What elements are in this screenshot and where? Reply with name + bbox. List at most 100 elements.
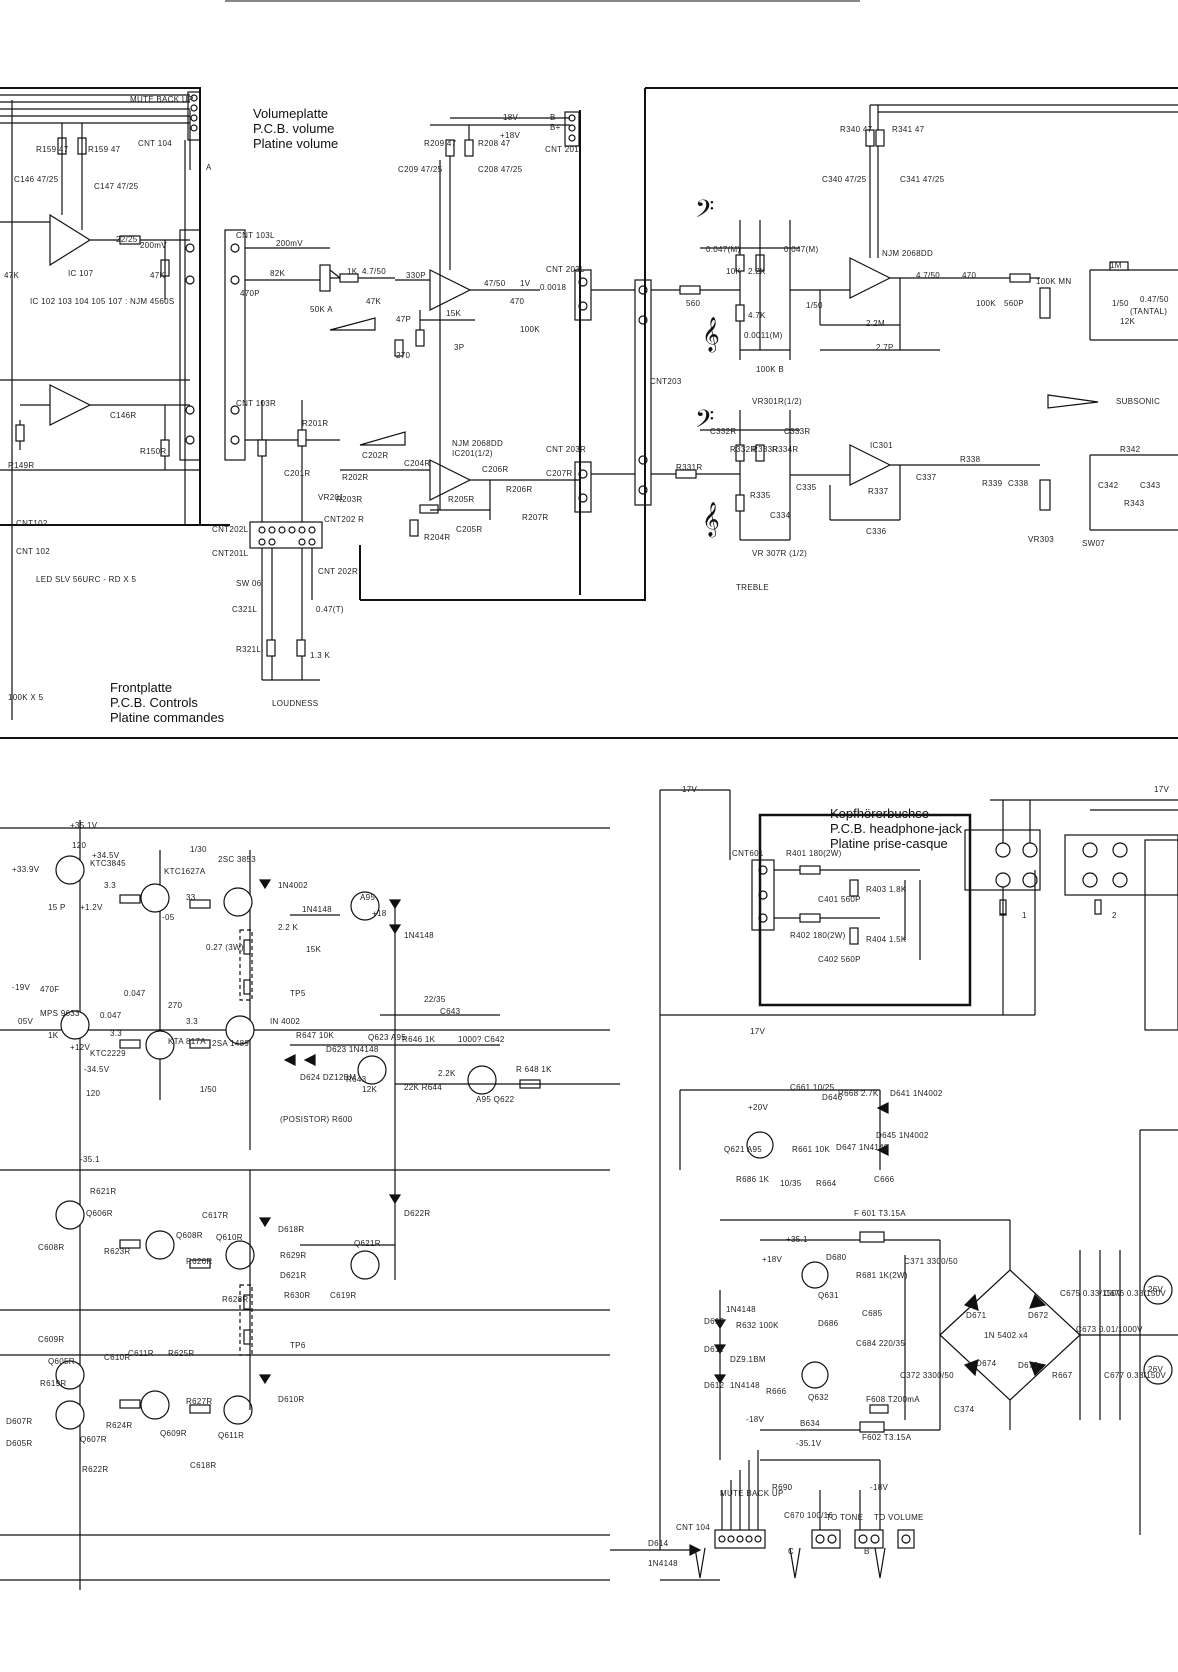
d611-label: D611 (704, 1345, 724, 1354)
bass-clef-icon: 𝄢 (695, 195, 715, 230)
volume-pcb-title: Volumeplatte P.C.B. volume Platine volum… (253, 106, 338, 151)
r667-label: R667 (1052, 1371, 1073, 1380)
level-17v-label: 17V (682, 785, 698, 794)
diode-label: IN 4002 (270, 1017, 301, 1026)
r619r-label: R619R (40, 1379, 67, 1388)
r332r-label: R332R (730, 445, 757, 454)
c611r-label: C611R (128, 1349, 154, 1358)
c342-label: C342 (1098, 481, 1119, 490)
c560p-label: 560P (1004, 299, 1024, 308)
cnt201l-label: CNT201L (212, 549, 249, 558)
voltage-label: -05 (162, 913, 175, 922)
r627r-label: R627R (186, 1397, 213, 1406)
level-200mv-label: 200mV (276, 239, 303, 248)
q606r-label: Q606R (86, 1209, 113, 1218)
c333r-label: C333R (784, 427, 811, 436)
r643-label: R643 (346, 1075, 367, 1084)
r470-label: 470 (962, 271, 977, 280)
d647-label: D647 1N4148 (836, 1143, 889, 1152)
r343-label: R343 (1124, 499, 1145, 508)
ic301-label: IC301 (870, 441, 893, 450)
c47-50-label: 4.7/50 (916, 271, 941, 280)
c204r-label: C204R (404, 459, 431, 468)
diode-label: 1N4148 (730, 1381, 760, 1390)
r82k-label: 82K (270, 269, 286, 278)
r47k-label: 47K (366, 297, 382, 306)
voltage-label: -35.1V (796, 1439, 822, 1448)
c684-label: C684 220/35 (856, 1339, 906, 1348)
r341-label: R341 47 (892, 125, 925, 134)
headphone-pcb-title: Kopfhörerbuchse P.C.B. headphone-jack Pl… (830, 806, 962, 851)
pin-c-label: C (788, 1547, 795, 1556)
f602-label: F602 T3.15A (862, 1433, 912, 1442)
c340-label: C340 47/25 (822, 175, 867, 184)
c673-label: C673 0.01/1000V (1076, 1325, 1143, 1334)
d673-label: D673 (1018, 1361, 1039, 1370)
d645-label: D645 1N4002 (876, 1131, 929, 1140)
c685-label: C685 (862, 1309, 883, 1318)
pot-100kmn-label: 100K MN (1036, 277, 1072, 286)
c0047-label: 0.047 (100, 1011, 122, 1020)
r321l-label: R321L (236, 645, 262, 654)
c335-label: C335 (796, 483, 817, 492)
r340-label: R340 47 (840, 125, 873, 134)
c332r-label: C332R (710, 427, 737, 436)
r623r-label: R623R (104, 1247, 131, 1256)
r404-label: R404 1.5K (866, 935, 907, 944)
volume-pcb-title-en: P.C.B. volume (253, 121, 335, 136)
voltage-label: +18V (762, 1255, 783, 1264)
c330p-label: 330P (406, 271, 426, 280)
pot-50ka-label: 50K A (310, 305, 333, 314)
c619r-label: C619R (330, 1291, 357, 1300)
r331r-label: R331R (676, 463, 703, 472)
c321l-label: C321L (232, 605, 258, 614)
c666-label: C666 (874, 1175, 895, 1184)
diode-label: 1N4002 (278, 881, 308, 890)
cnt104-label: CNT 104 (138, 139, 172, 148)
c047m-label: 0.047(M) (706, 245, 741, 254)
r338-label: R338 (960, 455, 981, 464)
q632-label: Q632 (808, 1393, 829, 1402)
cnt103r-label: CNT 103R (236, 399, 277, 408)
c146-label: C146 47/25 (14, 175, 59, 184)
d607r-label: D607R (6, 1417, 33, 1426)
front-pcb-title-de: Frontplatte (110, 680, 173, 695)
r648-label: R 648 1K (516, 1065, 552, 1074)
q621r-label: Q621R (354, 1239, 381, 1248)
transformer-26v-label: 26V (1148, 1285, 1164, 1294)
r204r-label: R204R (424, 533, 451, 542)
c371-label: C371 3300/50 (904, 1257, 958, 1266)
r647-label: R647 10K (296, 1031, 334, 1040)
transistor-label: A95 (360, 893, 376, 902)
voltage-label: +34.5V (92, 851, 120, 860)
pot-100kb-label: 100K B (756, 365, 785, 374)
q607r-label: Q607R (80, 1435, 107, 1444)
d686-label: D686 (818, 1319, 839, 1328)
q609r-label: Q609R (160, 1429, 187, 1438)
c209-label: C209 47/25 (398, 165, 443, 174)
to-tone-label: TO TONE (826, 1513, 864, 1522)
front-pcb-title-fr: Platine commandes (110, 710, 225, 725)
d646-label: D646 (822, 1093, 843, 1102)
c470p-label: 470P (240, 289, 260, 298)
r690-label: R690 (772, 1483, 793, 1492)
r1k-label: 1K (48, 1031, 59, 1040)
r560-label: 560 (686, 299, 701, 308)
tantal-label: (TANTAL) (1130, 307, 1168, 316)
c22-35-label: 22/35 (424, 995, 446, 1004)
cnt202l-label: CNT202L (212, 525, 249, 534)
c22-25-label: 22/25 (116, 235, 138, 244)
c334-label: C334 (770, 511, 791, 520)
c208-label: C208 47/25 (478, 165, 523, 174)
r208-label: R208 47 (478, 139, 511, 148)
cnt203-label: CNT203 (650, 377, 682, 386)
r47k-label: 47K (4, 271, 20, 280)
dz91-label: DZ9.1BM (730, 1355, 766, 1364)
c643-label: C643 (440, 1007, 461, 1016)
headphone-pcb-title-fr: Platine prise-casque (830, 836, 948, 851)
ic107-label: IC 107 (68, 269, 94, 278)
c207r-label: C207R (546, 469, 573, 478)
d605r-label: D605R (6, 1439, 33, 1448)
front-pcb-title: Frontplatte P.C.B. Controls Platine comm… (110, 680, 224, 725)
c402-label: C402 560P (818, 955, 861, 964)
